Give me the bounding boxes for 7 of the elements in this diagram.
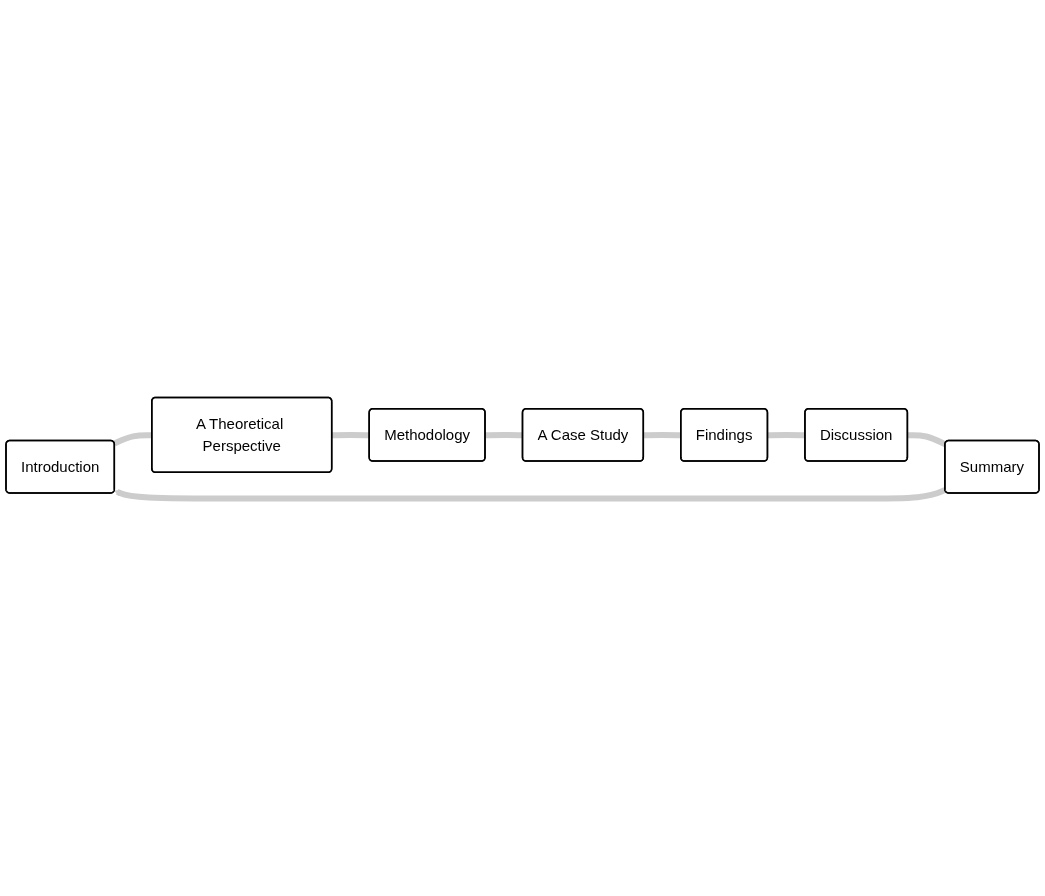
connector xyxy=(332,432,370,439)
arrow xyxy=(114,487,947,502)
connector xyxy=(485,432,523,439)
connector xyxy=(643,432,682,439)
connector xyxy=(907,432,947,448)
connector xyxy=(113,432,153,447)
connector xyxy=(767,432,806,439)
